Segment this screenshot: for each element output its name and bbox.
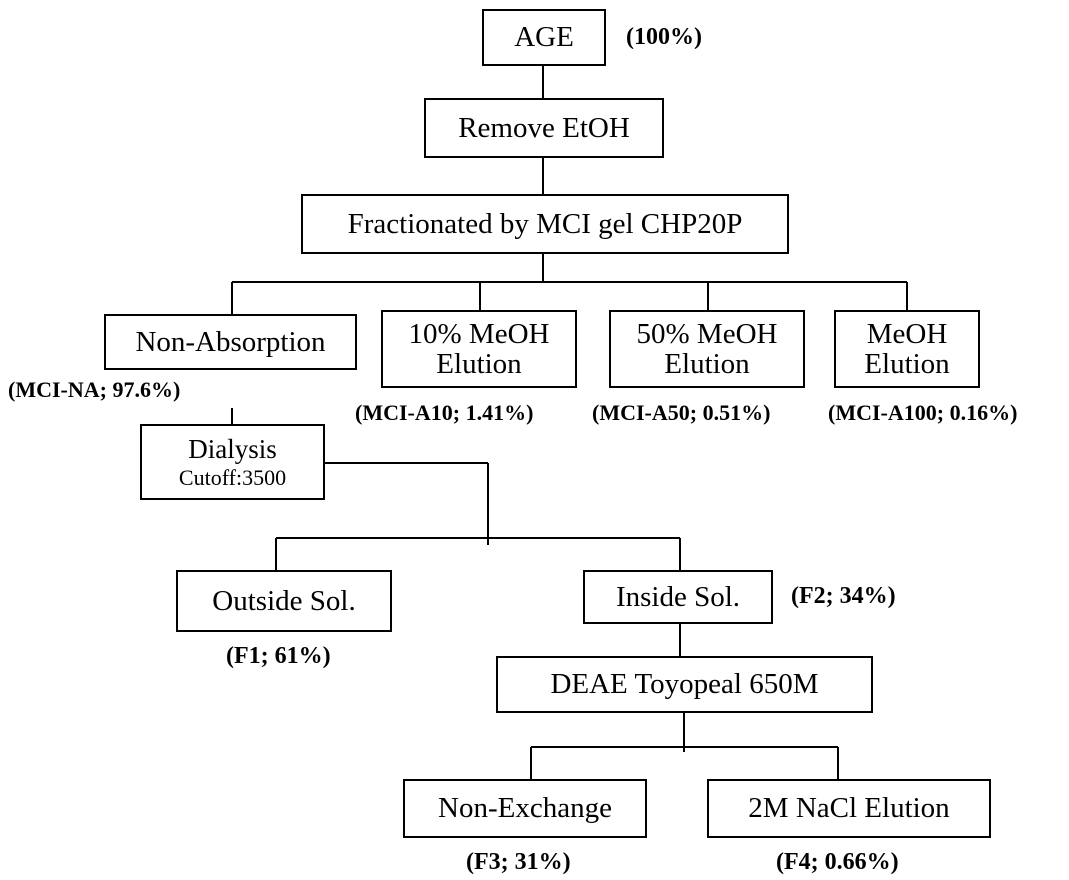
- inside-sol-label: Inside Sol.: [615, 580, 741, 613]
- meoh50-line1: 50% MeOH: [636, 317, 778, 350]
- non-absorption-yield-label: (MCI-NA; 97.6%): [8, 377, 181, 402]
- outside-sol-label: Outside Sol.: [212, 584, 356, 617]
- non-absorption-node: Non-Absorption: [104, 314, 357, 370]
- remove-etoh-node: Remove EtOH: [424, 98, 664, 158]
- non-exchange-label: Non-Exchange: [438, 792, 612, 825]
- meoh100-line1: MeOH: [866, 317, 948, 350]
- age-label: AGE: [514, 21, 574, 54]
- nacl-elution-yield-label: (F4; 0.66%): [776, 849, 899, 875]
- nacl-elution-node: 2M NaCl Elution: [707, 779, 991, 838]
- meoh10-line2: Elution: [436, 348, 522, 380]
- meoh50-yield-label: (MCI-A50; 0.51%): [592, 400, 771, 425]
- outside-sol-node: Outside Sol.: [176, 570, 392, 632]
- non-exchange-yield-label: (F3; 31%): [466, 849, 571, 875]
- meoh50-line2: Elution: [664, 348, 750, 380]
- meoh10-line1: 10% MeOH: [408, 317, 550, 350]
- age-node: AGE: [482, 9, 606, 66]
- dialysis-line2: Cutoff:3500: [178, 464, 287, 490]
- non-absorption-label: Non-Absorption: [135, 325, 326, 358]
- nacl-elution-label: 2M NaCl Elution: [748, 792, 950, 825]
- meoh50-node: 50% MeOH Elution: [609, 310, 805, 388]
- dialysis-line1: Dialysis: [188, 434, 277, 465]
- fractionation-node: Fractionated by MCI gel CHP20P: [301, 194, 789, 254]
- dialysis-node: Dialysis Cutoff:3500: [140, 424, 325, 500]
- non-exchange-node: Non-Exchange: [403, 779, 647, 838]
- inside-sol-yield-label: (F2; 34%): [791, 583, 896, 609]
- inside-sol-node: Inside Sol.: [583, 570, 773, 624]
- deae-node: DEAE Toyopeal 650M: [496, 656, 873, 713]
- remove-etoh-label: Remove EtOH: [458, 111, 630, 144]
- outside-sol-yield-label: (F1; 61%): [226, 643, 331, 669]
- meoh100-yield-label: (MCI-A100; 0.16%): [828, 400, 1018, 425]
- meoh10-node: 10% MeOH Elution: [381, 310, 577, 388]
- deae-label: DEAE Toyopeal 650M: [550, 668, 819, 701]
- age-percent-label: (100%): [626, 24, 702, 50]
- meoh100-node: MeOH Elution: [834, 310, 980, 388]
- meoh100-line2: Elution: [864, 348, 950, 380]
- fractionation-label: Fractionated by MCI gel CHP20P: [347, 207, 743, 240]
- meoh10-yield-label: (MCI-A10; 1.41%): [355, 400, 534, 425]
